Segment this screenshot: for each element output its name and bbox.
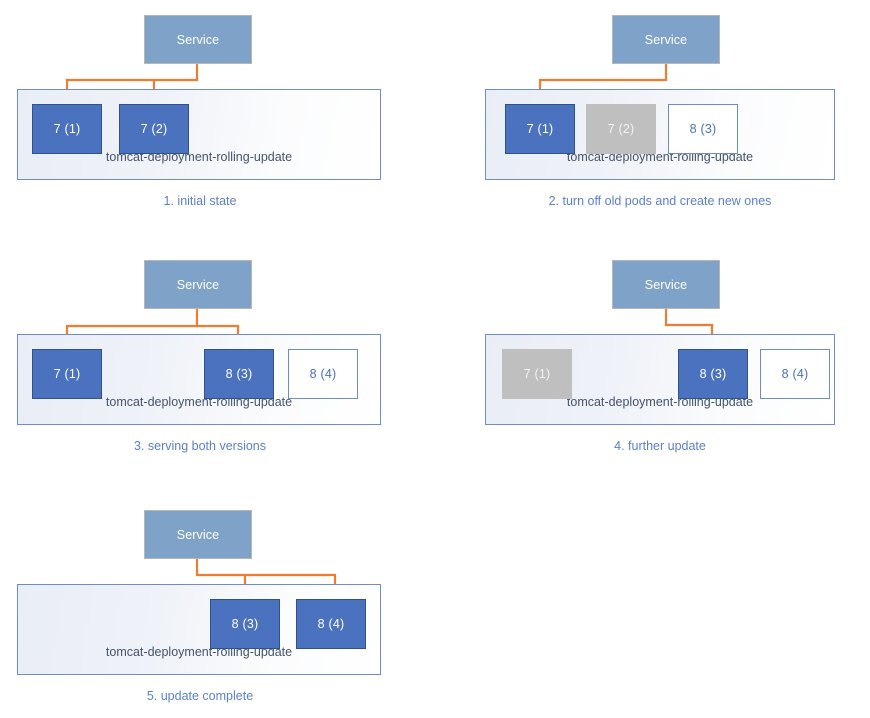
pod-label: 7 (1) xyxy=(526,122,554,136)
pod-7-1[interactable]: 7 (1) xyxy=(502,349,572,399)
service-label-text: Service xyxy=(176,277,220,292)
pod-label: 8 (3) xyxy=(699,367,727,381)
pod-8-3[interactable]: 8 (3) xyxy=(668,104,738,154)
pod-label: 8 (4) xyxy=(781,367,809,381)
pod-8-4[interactable]: 8 (4) xyxy=(296,599,366,649)
service-label-text: Service xyxy=(644,32,688,47)
service-node-4[interactable]: Service xyxy=(612,260,720,309)
pod-7-1[interactable]: 7 (1) xyxy=(505,104,575,154)
pod-8-3[interactable]: 8 (3) xyxy=(204,349,274,399)
service-node-1[interactable]: Service xyxy=(144,15,252,64)
panel-1: Service tomcat-deployment-rolling-update… xyxy=(0,0,440,230)
pod-label: 7 (2) xyxy=(140,122,168,136)
panel-4: Service tomcat-deployment-rolling-update… xyxy=(440,245,870,475)
service-label-text: Service xyxy=(176,32,220,47)
service-label-text: Service xyxy=(176,527,220,542)
pod-8-3[interactable]: 8 (3) xyxy=(210,599,280,649)
panel-caption-1: 1. initial state xyxy=(163,194,237,208)
pod-label: 7 (1) xyxy=(523,367,551,381)
pod-label: 8 (4) xyxy=(309,367,337,381)
pod-8-4[interactable]: 8 (4) xyxy=(760,349,830,399)
pod-7-1[interactable]: 7 (1) xyxy=(32,349,102,399)
service-node-3[interactable]: Service xyxy=(144,260,252,309)
service-node-5[interactable]: Service xyxy=(144,510,252,559)
pod-7-2[interactable]: 7 (2) xyxy=(586,104,656,154)
pod-label: 8 (3) xyxy=(689,122,717,136)
service-label-text: Service xyxy=(644,277,688,292)
pod-label: 8 (4) xyxy=(317,617,345,631)
service-node-2[interactable]: Service xyxy=(612,15,720,64)
panel-caption-3: 3. serving both versions xyxy=(133,439,266,453)
pod-label: 7 (2) xyxy=(607,122,635,136)
pod-label: 8 (3) xyxy=(225,367,253,381)
pod-7-1[interactable]: 7 (1) xyxy=(32,104,102,154)
pod-label: 7 (1) xyxy=(53,367,81,381)
pod-8-3[interactable]: 8 (3) xyxy=(678,349,748,399)
pod-8-4[interactable]: 8 (4) xyxy=(288,349,358,399)
panel-caption-4: 4. further update xyxy=(614,439,706,453)
panel-caption-2: 2. turn off old pods and create new ones xyxy=(548,194,772,208)
pod-label: 8 (3) xyxy=(231,617,259,631)
panel-caption-5: 5. update complete xyxy=(146,689,254,703)
panel-3: Service tomcat-deployment-rolling-update… xyxy=(0,245,440,475)
panel-2: Service tomcat-deployment-rolling-update… xyxy=(440,0,870,230)
panel-5: Service tomcat-deployment-rolling-update… xyxy=(0,490,440,718)
pod-label: 7 (1) xyxy=(53,122,81,136)
pod-7-2[interactable]: 7 (2) xyxy=(119,104,189,154)
